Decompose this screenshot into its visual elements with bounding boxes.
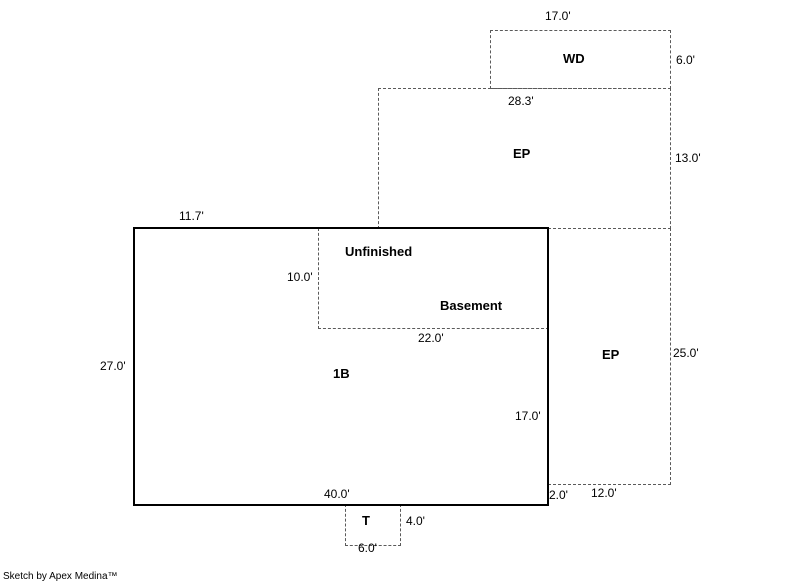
basement-label: Basement <box>440 298 503 313</box>
ep-upper-room-label: EP <box>513 146 531 161</box>
dim-main-top-partial: 11.7' <box>179 209 204 223</box>
t-room-outline <box>345 504 401 546</box>
dim-main-inner-right: 17.0' <box>515 409 541 423</box>
dim-ep-upper-width: 28.3' <box>508 94 534 108</box>
wd-room-label: WD <box>563 51 585 66</box>
dim-ep-upper-height: 13.0' <box>675 151 701 165</box>
t-room-label: T <box>362 513 370 528</box>
sketch-credit: Sketch by Apex Medina™ <box>3 571 118 582</box>
dim-main-height: 27.0' <box>100 359 126 373</box>
main-basement-outline <box>133 227 549 506</box>
dim-t-height: 4.0' <box>406 514 425 528</box>
dim-unfinished-height: 10.0' <box>287 270 313 284</box>
dim-t-width: 6.0' <box>358 541 377 555</box>
unfinished-label: Unfinished <box>345 244 413 259</box>
dim-wd-height: 6.0' <box>676 53 695 67</box>
dim-ep-right-height: 25.0' <box>673 346 699 360</box>
dim-wd-width: 17.0' <box>545 9 571 23</box>
dim-unfinished-width: 22.0' <box>418 331 444 345</box>
main-room-label: 1B <box>333 366 350 381</box>
dim-ep-right-width: 12.0' <box>591 486 617 500</box>
ep-right-room-label: EP <box>602 347 620 362</box>
dim-ep-right-bottom-offset: 2.0' <box>549 488 568 502</box>
dim-main-width: 40.0' <box>324 487 350 501</box>
